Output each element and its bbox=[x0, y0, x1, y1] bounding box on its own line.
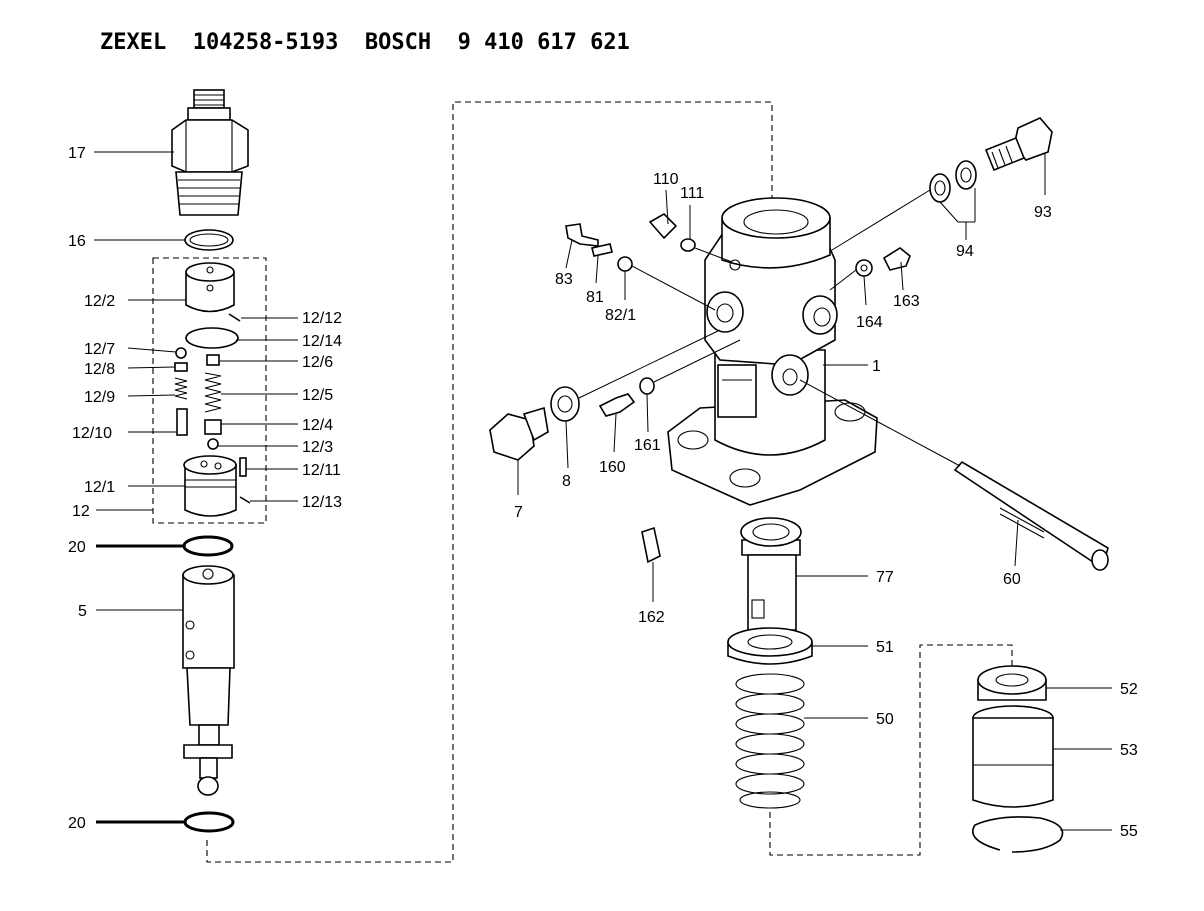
part-20-upper-o-ring bbox=[182, 535, 234, 557]
connection-line-tappet bbox=[769, 644, 1013, 856]
part-55-circlip bbox=[972, 816, 1064, 853]
label-12-8: 12/8 bbox=[84, 361, 115, 378]
part-12-12-pin bbox=[228, 313, 241, 322]
part-94-washer-a bbox=[929, 173, 951, 203]
label-12: 12 bbox=[72, 503, 90, 520]
label-5: 5 bbox=[78, 603, 87, 620]
part-20-lower-o-ring bbox=[183, 811, 235, 833]
label-12-6: 12/6 bbox=[302, 354, 333, 371]
part-53-tappet bbox=[972, 705, 1054, 808]
label-163: 163 bbox=[893, 293, 920, 310]
part-12-5-spring bbox=[204, 372, 222, 413]
part-12-8-seat bbox=[174, 362, 188, 372]
left-leader-lines bbox=[94, 151, 298, 824]
diagram-title: ZEXEL 104258-5193 BOSCH 9 410 617 621 bbox=[100, 30, 630, 55]
label-82-1: 82/1 bbox=[605, 307, 636, 324]
part-77-control-sleeve bbox=[740, 517, 802, 631]
label-110: 110 bbox=[653, 171, 679, 188]
part-12-7-ball bbox=[175, 347, 187, 359]
part-12-6-valve bbox=[206, 354, 220, 366]
label-160: 160 bbox=[599, 459, 626, 476]
part-7-plug bbox=[489, 406, 549, 461]
label-111: 111 bbox=[680, 185, 704, 202]
part-161-washer bbox=[639, 377, 655, 395]
part-163-screw bbox=[882, 247, 911, 271]
label-12-9: 12/9 bbox=[84, 389, 115, 406]
part-5-plunger-barrel bbox=[182, 565, 235, 796]
part-82-1-washer bbox=[617, 256, 633, 272]
part-50-plunger-spring bbox=[735, 673, 805, 809]
label-93: 93 bbox=[1034, 204, 1052, 221]
part-162-key bbox=[641, 526, 661, 564]
label-51: 51 bbox=[876, 639, 894, 656]
label-20-lower: 20 bbox=[68, 815, 86, 832]
label-55: 55 bbox=[1120, 823, 1138, 840]
part-12-group-frame bbox=[152, 257, 267, 524]
label-12-4: 12/4 bbox=[302, 417, 333, 434]
part-1-pump-housing bbox=[667, 197, 878, 506]
part-12-14-o-ring bbox=[185, 327, 239, 349]
part-52-lower-spring-seat bbox=[977, 665, 1047, 701]
label-60: 60 bbox=[1003, 571, 1021, 588]
part-160-screw bbox=[598, 393, 636, 417]
part-94-washer-b bbox=[955, 160, 977, 190]
part-12-10-bolt bbox=[176, 408, 188, 436]
part-16-o-ring bbox=[184, 229, 234, 251]
label-20-upper: 20 bbox=[68, 539, 86, 556]
label-52: 52 bbox=[1120, 681, 1138, 698]
label-12-7: 12/7 bbox=[84, 341, 115, 358]
label-16: 16 bbox=[68, 233, 86, 250]
part-12-11-pin bbox=[239, 457, 247, 477]
label-12-13: 12/13 bbox=[302, 494, 342, 511]
label-162: 162 bbox=[638, 609, 665, 626]
part-8-washer bbox=[550, 386, 580, 422]
part-83-bolt bbox=[565, 223, 599, 247]
label-12-11: 12/11 bbox=[302, 462, 341, 479]
label-164: 164 bbox=[856, 314, 883, 331]
part-12-1-body bbox=[183, 455, 237, 517]
part-labels: 17 16 12/2 12/12 12/14 12/7 12/8 12/6 12… bbox=[68, 145, 1138, 840]
part-12-9-spring bbox=[174, 377, 188, 400]
label-50: 50 bbox=[876, 711, 894, 728]
label-12-2: 12/2 bbox=[84, 293, 115, 310]
label-53: 53 bbox=[1120, 742, 1138, 759]
right-leader-lines bbox=[517, 154, 1112, 831]
part-111-nut bbox=[680, 238, 696, 252]
part-12-4-guide bbox=[204, 419, 222, 435]
part-12-2-cap bbox=[185, 262, 235, 313]
part-81-clip bbox=[591, 243, 613, 257]
label-12-3: 12/3 bbox=[302, 439, 333, 456]
label-83: 83 bbox=[555, 271, 573, 288]
label-8: 8 bbox=[562, 473, 571, 490]
label-94: 94 bbox=[956, 243, 974, 260]
connection-line-main bbox=[206, 101, 773, 863]
part-110-screw bbox=[648, 213, 678, 240]
label-161: 161 bbox=[634, 437, 661, 454]
part-12-13-pin bbox=[239, 496, 251, 504]
label-12-5: 12/5 bbox=[302, 387, 333, 404]
part-93-bolt bbox=[984, 117, 1053, 172]
part-164-washer bbox=[855, 259, 873, 277]
label-81: 81 bbox=[586, 289, 604, 306]
label-12-14: 12/14 bbox=[302, 333, 342, 350]
part-12-3-ball bbox=[207, 438, 219, 450]
label-77: 77 bbox=[876, 569, 894, 586]
label-12-1: 12/1 bbox=[84, 479, 115, 496]
part-17-valve-holder bbox=[171, 89, 249, 216]
label-7: 7 bbox=[514, 504, 523, 521]
label-12-12: 12/12 bbox=[302, 310, 342, 327]
label-17: 17 bbox=[68, 145, 86, 162]
label-1: 1 bbox=[872, 358, 881, 375]
label-12-10: 12/10 bbox=[72, 425, 112, 442]
part-51-spring-seat bbox=[727, 627, 813, 665]
part-60-control-rack bbox=[953, 460, 1109, 571]
